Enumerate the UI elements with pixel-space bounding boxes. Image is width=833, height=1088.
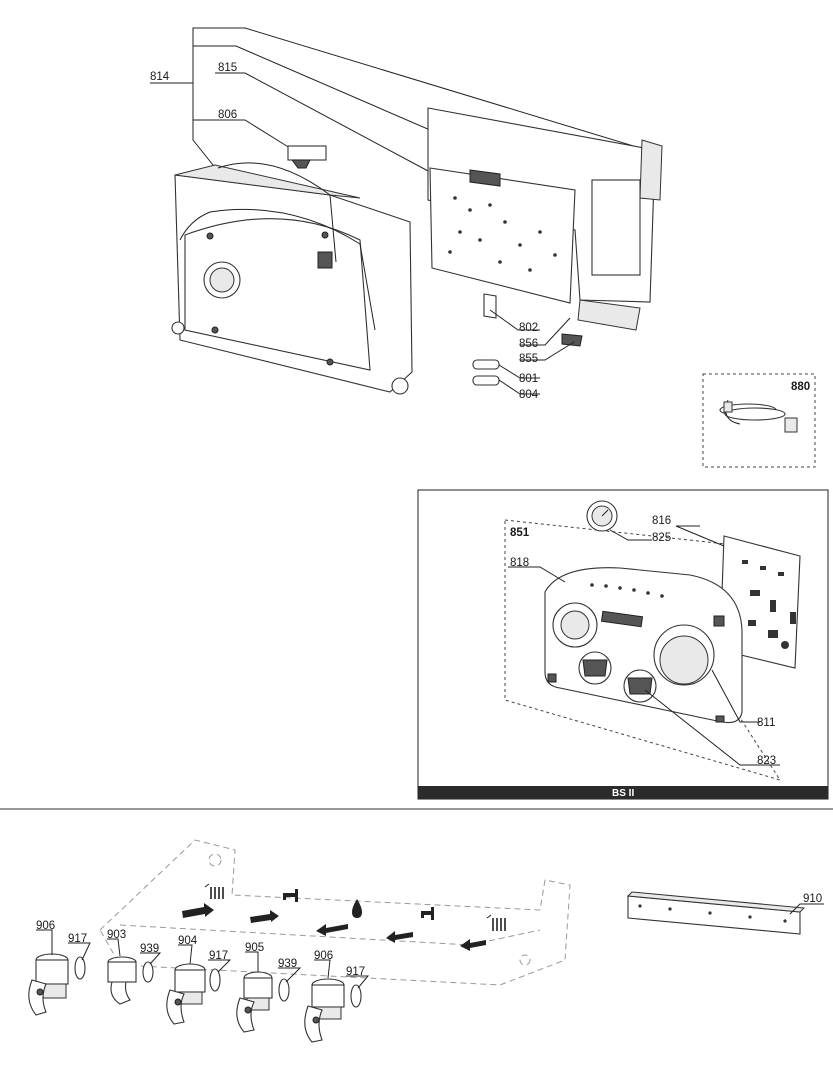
callout-801: 801 (519, 373, 538, 385)
callout-806: 806 (218, 109, 237, 121)
callout-816: 816 (652, 515, 671, 527)
callout-906-right: 906 (314, 950, 333, 962)
callout-910: 910 (803, 893, 822, 905)
valve-906-right-part (304, 978, 362, 1043)
mounting-jig-outline (99, 839, 571, 986)
callout-917-first: 917 (68, 933, 87, 945)
control-panel-front-part (544, 567, 743, 724)
callout-904: 904 (178, 935, 198, 947)
callout-917-third: 917 (346, 966, 365, 978)
callout-811: 811 (757, 717, 775, 729)
valve-904-part (166, 963, 221, 1025)
cold-water-tap-icon (421, 907, 434, 920)
callout-802: 802 (519, 322, 538, 334)
valve-905-part (236, 971, 290, 1033)
mounting-rail-910-part: 910 (626, 891, 824, 935)
bs2-inset-panel: BS II 851 (417, 489, 829, 800)
leader-lines-top (150, 27, 641, 173)
callout-804: 804 (519, 389, 539, 401)
callout-823: 823 (757, 755, 776, 767)
pressure-gauge-part (586, 500, 618, 532)
radiator-return-icon (486, 914, 506, 931)
fuse-801-part (472, 359, 500, 370)
callout-939-first: 939 (140, 943, 159, 955)
inset-banner (418, 786, 828, 799)
leader-lines-bottom (36, 929, 370, 989)
callout-906-left: 906 (36, 920, 55, 932)
fuse-804-part (472, 375, 500, 386)
callout-917-second: 917 (209, 950, 228, 962)
flow-arrows (182, 903, 486, 951)
callout-905: 905 (245, 942, 264, 954)
valve-906-left-part (28, 953, 86, 1016)
callout-814: 814 (150, 71, 170, 83)
callout-856: 856 (519, 338, 538, 350)
callout-855: 855 (519, 353, 538, 365)
hot-water-tap-icon (283, 889, 298, 902)
callout-880: 880 (791, 381, 810, 393)
control-box-part (427, 107, 663, 347)
leader-lines-small-parts (489, 309, 575, 395)
radiator-heating-icon (204, 883, 224, 899)
callout-939-second: 939 (278, 958, 297, 970)
callout-815: 815 (218, 62, 237, 74)
valve-903-part (107, 956, 154, 1005)
boiler-housing-part (171, 145, 413, 395)
leader-lines-inset (508, 525, 780, 766)
callout-818: 818 (510, 557, 529, 569)
callout-903: 903 (107, 929, 126, 941)
callout-851: 851 (510, 527, 530, 539)
callout-825: 825 (652, 532, 671, 544)
inset-banner-label: BS II (612, 788, 634, 799)
cable-880-box: 880 (702, 373, 816, 468)
gas-flame-drop-icon (352, 899, 362, 918)
